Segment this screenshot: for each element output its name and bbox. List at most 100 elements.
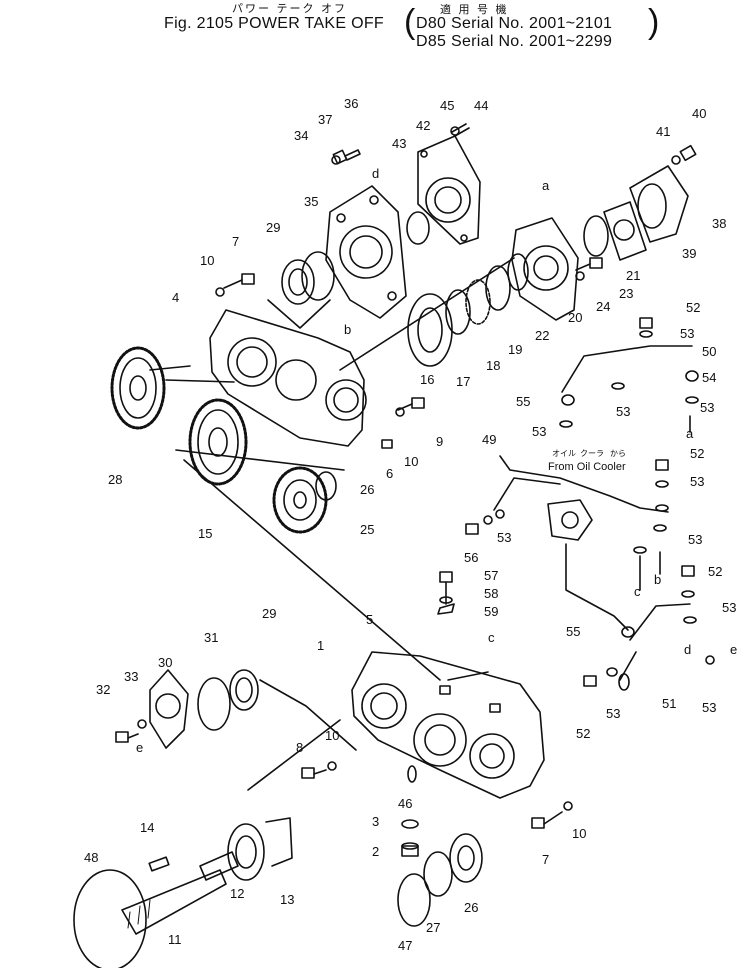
part-label-p53j: 53	[702, 700, 716, 715]
part-label-la1: a	[542, 178, 550, 193]
part-label-p15: 15	[198, 526, 212, 541]
oring-35	[301, 251, 335, 301]
bolt-57	[437, 571, 455, 615]
part-label-ld2: d	[684, 642, 691, 657]
washer-33	[137, 719, 147, 729]
part-label-p6: 6	[386, 466, 393, 481]
leader-gear-15-to-case	[183, 459, 441, 681]
bearing-29-upper	[281, 259, 315, 305]
part-label-p7b: 7	[542, 852, 549, 867]
dowel-6	[381, 439, 393, 449]
fittings-lower-right	[583, 565, 715, 691]
key-14	[148, 856, 170, 872]
part-label-ld1: d	[372, 166, 379, 181]
bolt-23	[575, 257, 603, 271]
nut-19	[485, 265, 511, 311]
part-label-p30: 30	[158, 655, 172, 670]
part-label-p9: 9	[436, 434, 443, 449]
part-label-p3: 3	[372, 814, 379, 829]
pipe-49	[493, 455, 669, 513]
cover-42	[417, 123, 481, 245]
part-label-p52a: 52	[686, 300, 700, 315]
cover-20	[511, 217, 579, 321]
part-label-p34: 34	[294, 128, 308, 143]
part-label-p42: 42	[416, 118, 430, 133]
snap-ring-13	[265, 817, 293, 867]
bearing-26-upper	[315, 471, 337, 501]
part-label-p47: 47	[398, 938, 412, 953]
part-label-p29a: 29	[266, 220, 280, 235]
figure-title: Fig. 2105 POWER TAKE OFF	[164, 15, 384, 32]
note-jp-cooler: クーラ	[580, 449, 604, 458]
bearing-29-lower	[229, 669, 259, 711]
part-label-p50: 50	[702, 344, 716, 359]
bolt-8	[301, 767, 327, 779]
right-brace: )	[648, 3, 660, 41]
part-label-p56: 56	[464, 550, 478, 565]
line-to-55	[565, 543, 629, 631]
cover-30	[149, 669, 189, 749]
bolt-9	[397, 397, 425, 411]
plug-2	[401, 842, 419, 857]
snap-ring-22	[507, 253, 529, 291]
bolt-7-upper	[223, 273, 255, 289]
shaft-axis-upper	[339, 257, 515, 371]
part-label-p29b: 29	[262, 606, 276, 621]
part-label-p21: 21	[626, 268, 640, 283]
case-leader	[267, 299, 331, 329]
part-label-p53b: 53	[616, 404, 630, 419]
leader-gear-15	[175, 449, 345, 471]
serial-d85: D85 Serial No. 2001~2299	[416, 33, 613, 50]
part-label-p22: 22	[535, 328, 549, 343]
part-label-p24: 24	[596, 299, 610, 314]
gear-15	[188, 398, 248, 486]
shaft-11	[121, 851, 239, 935]
serial-d80: D80 Serial No. 2001~2101	[416, 15, 613, 32]
gasket-31	[197, 677, 231, 731]
part-label-p1: 1	[317, 638, 324, 653]
part-label-p36: 36	[344, 96, 358, 111]
note-jp-from: から	[610, 449, 626, 458]
washer-10-mid	[395, 407, 405, 417]
part-label-p37: 37	[318, 112, 332, 127]
part-label-p53h: 53	[722, 600, 736, 615]
part-label-p27: 27	[426, 920, 440, 935]
oring-43	[406, 211, 430, 245]
cover-34	[325, 185, 407, 319]
oil-cooler-block	[547, 499, 593, 541]
part-label-p55a: 55	[516, 394, 530, 409]
part-label-p31: 31	[204, 630, 218, 645]
part-label-la2: a	[686, 426, 694, 441]
part-label-p19: 19	[508, 342, 522, 357]
housing-38	[629, 165, 689, 243]
part-label-p43: 43	[392, 136, 406, 151]
washer-10-lower-right	[563, 801, 573, 811]
part-label-p52b: 52	[690, 446, 704, 461]
part-label-p14: 14	[140, 820, 154, 835]
part-label-p2: 2	[372, 844, 379, 859]
part-label-p16: 16	[420, 372, 434, 387]
part-label-p32: 32	[96, 682, 110, 697]
bearing-12	[227, 823, 265, 881]
part-label-lb2: b	[654, 572, 661, 587]
pipe-50	[561, 345, 693, 393]
bolt-32	[115, 731, 139, 743]
part-label-p25: 25	[360, 522, 374, 537]
figure-header: パワー テーク オフ 適 用 号 機 Fig. 2105 POWER TAKE …	[0, 0, 749, 56]
part-label-p52c: 52	[708, 564, 722, 579]
case-4	[209, 309, 367, 447]
part-label-p17: 17	[456, 374, 470, 389]
part-label-p35: 35	[304, 194, 318, 209]
bolt-40	[671, 144, 697, 165]
leader-shaft	[247, 719, 341, 791]
leader-lower-left	[259, 679, 357, 751]
part-label-le1: e	[136, 740, 143, 755]
part-label-lb1: b	[344, 322, 351, 337]
part-label-p39: 39	[682, 246, 696, 261]
part-label-p48: 48	[84, 850, 98, 865]
part-label-p53c: 53	[700, 400, 714, 415]
washer-10-upper	[215, 287, 225, 297]
oring-47	[397, 873, 431, 927]
part-label-p57: 57	[484, 568, 498, 583]
